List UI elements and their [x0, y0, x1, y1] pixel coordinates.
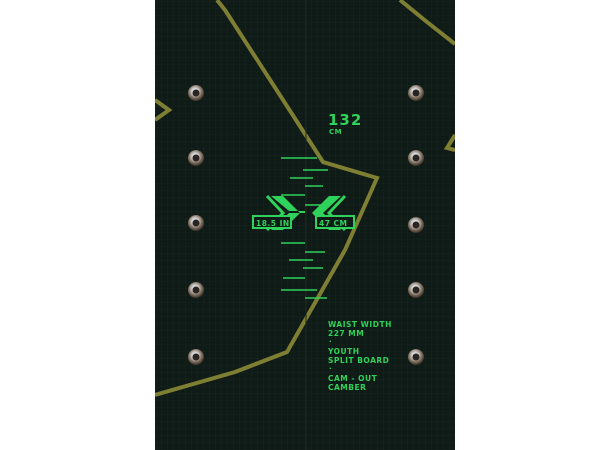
board-size-value: 132: [328, 111, 363, 129]
mounting-insert-icon: [188, 150, 204, 166]
stance-arrow-left-icon: [252, 194, 305, 232]
stance-cm-label: 47 CM: [319, 219, 348, 228]
mounting-insert-icon: [408, 85, 424, 101]
mounting-inserts: [188, 85, 424, 365]
mounting-insert-icon: [408, 150, 424, 166]
spec-separator: .: [329, 336, 333, 344]
mounting-insert-icon: [408, 349, 424, 365]
spec-waist-line2: 227 MM: [328, 329, 365, 338]
spec-separator: .: [329, 363, 333, 371]
stance-arrow-right-icon: [312, 194, 355, 232]
mounting-insert-icon: [188, 215, 204, 231]
board-size-unit: CM: [329, 128, 343, 136]
stance-ruler: [281, 157, 328, 299]
mounting-insert-icon: [188, 85, 204, 101]
stance-inches-label: 18.5 IN: [256, 219, 290, 228]
spec-waist-line1: WAIST WIDTH: [328, 320, 392, 329]
spec-profile-line1: CAM - OUT: [328, 374, 378, 383]
mounting-insert-icon: [188, 349, 204, 365]
board-graphics: [155, 0, 455, 450]
snowboard-topsheet: 132 CM 18.5 IN 47 CM WAIST WIDTH 227 MM …: [155, 0, 455, 450]
spec-type-line1: YOUTH: [328, 347, 360, 356]
spec-type-line2: SPLIT BOARD: [328, 356, 390, 365]
mounting-insert-icon: [408, 282, 424, 298]
olive-outline-graphic: [155, 0, 455, 397]
spec-profile-line2: CAMBER: [328, 383, 367, 392]
mounting-insert-icon: [408, 217, 424, 233]
mounting-insert-icon: [188, 282, 204, 298]
